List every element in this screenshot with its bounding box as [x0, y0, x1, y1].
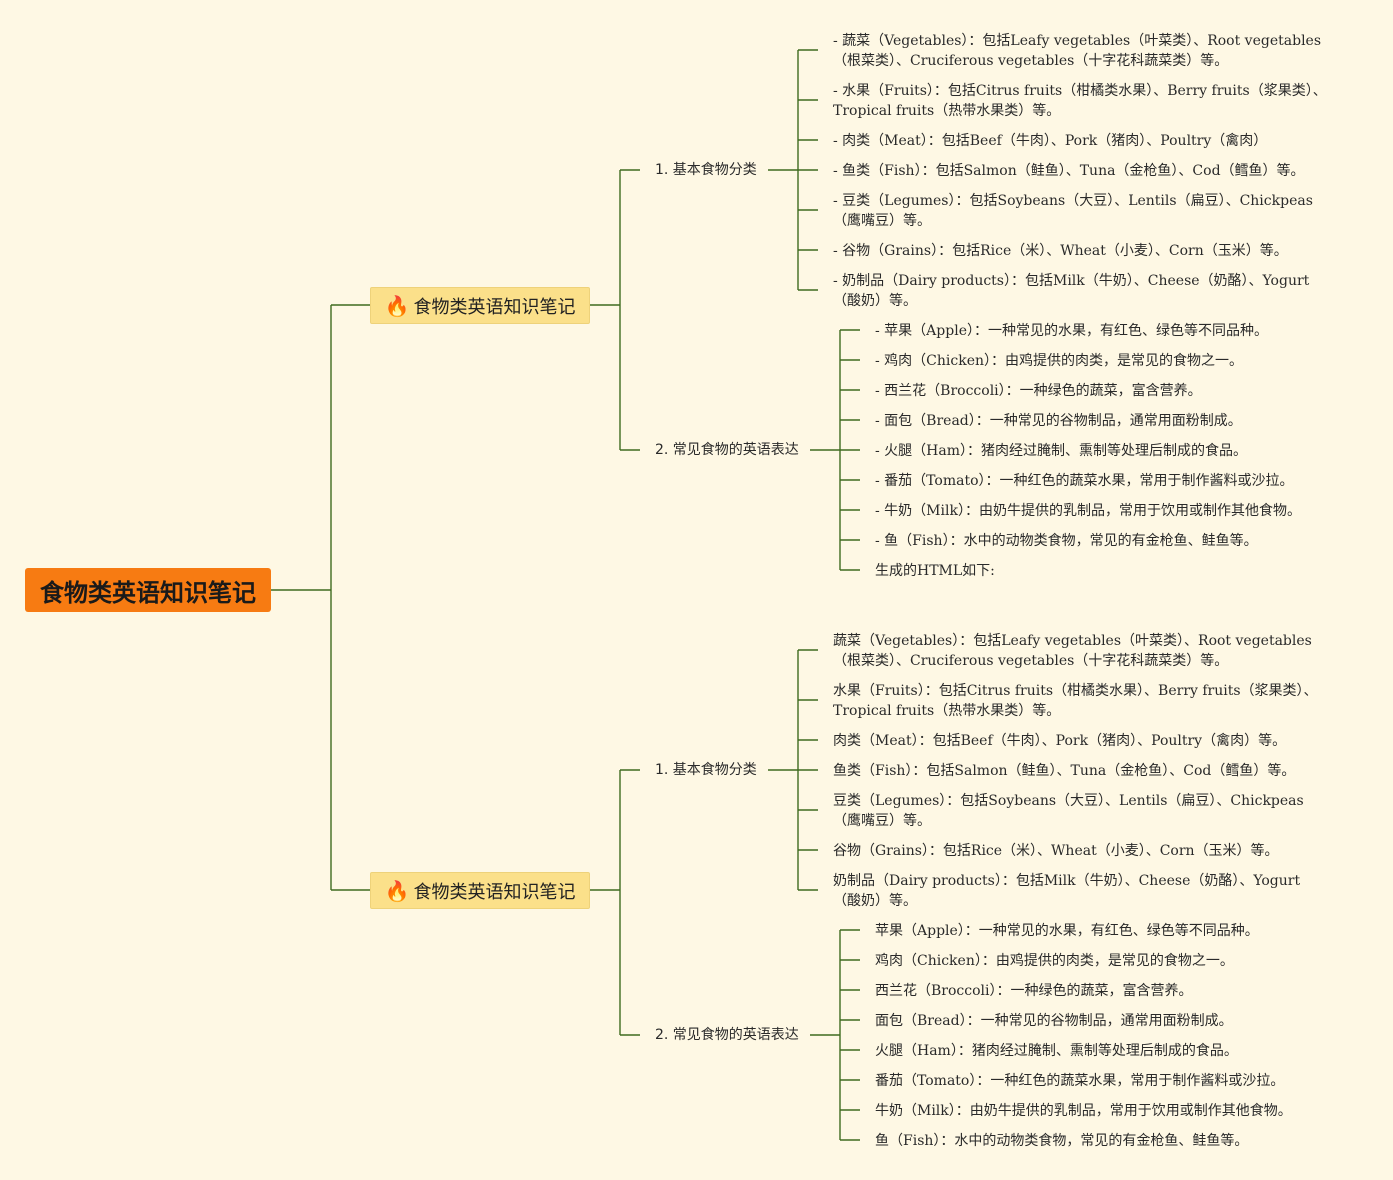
leaf-bread[interactable]: - 面包（Bread）：一种常见的谷物制品，通常用面粉制成。	[875, 413, 1242, 429]
leaf-legumes[interactable]: 豆类（Legumes）：包括Soybeans（大豆）、Lentils（扁豆）、C…	[833, 793, 1304, 829]
leaf-apple[interactable]: - 苹果（Apple）：一种常见的水果，有红色、绿色等不同品种。	[875, 323, 1268, 339]
leaf-tomato[interactable]: 番茄（Tomato）：一种红色的蔬菜水果，常用于制作酱料或沙拉。	[875, 1073, 1285, 1089]
leaf-fruits[interactable]: 水果（Fruits）：包括Citrus fruits（柑橘类水果）、Berry …	[833, 683, 1318, 719]
section-node-basic-categories[interactable]: 1. 基本食物分类	[655, 162, 757, 178]
leaf-fish[interactable]: 鱼类（Fish）：包括Salmon（鲑鱼）、Tuna（金枪鱼）、Cod（鳕鱼）等…	[833, 763, 1296, 779]
leaf-meat[interactable]: 肉类（Meat）：包括Beef（牛肉）、Pork（猪肉）、Poultry（禽肉）…	[833, 733, 1287, 749]
section-node-common-expressions[interactable]: 2. 常见食物的英语表达	[655, 442, 799, 458]
section-node-common-expressions[interactable]: 2. 常见食物的英语表达	[655, 1027, 799, 1043]
leaf-dairy[interactable]: - 奶制品（Dairy products）：包括Milk（牛奶）、Cheese（…	[833, 273, 1310, 309]
leaf-broccoli[interactable]: - 西兰花（Broccoli）：一种绿色的蔬菜，富含营养。	[875, 383, 1202, 399]
leaf-milk[interactable]: - 牛奶（Milk）：由奶牛提供的乳制品，常用于饮用或制作其他食物。	[875, 503, 1301, 519]
branch-node-2[interactable]: 🔥 食物类英语知识笔记	[370, 872, 590, 909]
leaf-fish-expression[interactable]: 鱼（Fish）：水中的动物类食物，常见的有金枪鱼、鲑鱼等。	[875, 1133, 1249, 1149]
root-node[interactable]: 食物类英语知识笔记	[25, 568, 271, 612]
leaf-fish[interactable]: - 鱼类（Fish）：包括Salmon（鲑鱼）、Tuna（金枪鱼）、Cod（鳕鱼…	[833, 163, 1305, 179]
leaf-apple[interactable]: 苹果（Apple）：一种常见的水果，有红色、绿色等不同品种。	[875, 923, 1259, 939]
branch-title: 食物类英语知识笔记	[413, 881, 576, 903]
leaf-fish-expression[interactable]: - 鱼（Fish）：水中的动物类食物，常见的有金枪鱼、鲑鱼等。	[875, 533, 1258, 549]
leaf-grains[interactable]: - 谷物（Grains）：包括Rice（米）、Wheat（小麦）、Corn（玉米…	[833, 243, 1288, 259]
leaf-vegetables[interactable]: - 蔬菜（Vegetables）：包括Leafy vegetables（叶菜类）…	[833, 33, 1322, 69]
leaf-bread[interactable]: 面包（Bread）：一种常见的谷物制品，通常用面粉制成。	[875, 1013, 1233, 1029]
leaf-dairy[interactable]: 奶制品（Dairy products）：包括Milk（牛奶）、Cheese（奶酪…	[833, 873, 1301, 909]
leaf-generated-html[interactable]: 生成的HTML如下:	[875, 563, 995, 579]
leaf-ham[interactable]: 火腿（Ham）：猪肉经过腌制、熏制等处理后制成的食品。	[875, 1043, 1238, 1059]
fire-red-icon: 🔥	[384, 878, 410, 903]
leaf-milk[interactable]: 牛奶（Milk）：由奶牛提供的乳制品，常用于饮用或制作其他食物。	[875, 1103, 1292, 1119]
fire-blue-icon: 🔥	[384, 293, 410, 318]
leaf-vegetables[interactable]: 蔬菜（Vegetables）：包括Leafy vegetables（叶菜类）、R…	[833, 633, 1312, 669]
branch-title: 食物类英语知识笔记	[413, 296, 576, 318]
leaf-ham[interactable]: - 火腿（Ham）：猪肉经过腌制、熏制等处理后制成的食品。	[875, 443, 1248, 459]
leaf-fruits[interactable]: - 水果（Fruits）：包括Citrus fruits（柑橘类水果）、Berr…	[833, 83, 1327, 119]
leaf-grains[interactable]: 谷物（Grains）：包括Rice（米）、Wheat（小麦）、Corn（玉米）等…	[833, 843, 1279, 859]
leaf-chicken[interactable]: - 鸡肉（Chicken）：由鸡提供的肉类，是常见的食物之一。	[875, 353, 1244, 369]
leaf-chicken[interactable]: 鸡肉（Chicken）：由鸡提供的肉类，是常见的食物之一。	[875, 953, 1234, 969]
leaf-tomato[interactable]: - 番茄（Tomato）：一种红色的蔬菜水果，常用于制作酱料或沙拉。	[875, 473, 1294, 489]
leaf-meat[interactable]: - 肉类（Meat）：包括Beef（牛肉）、Pork（猪肉）、Poultry（禽…	[833, 133, 1268, 149]
section-node-basic-categories[interactable]: 1. 基本食物分类	[655, 762, 757, 778]
leaf-legumes[interactable]: - 豆类（Legumes）：包括Soybeans（大豆）、Lentils（扁豆）…	[833, 193, 1313, 229]
branch-node-1[interactable]: 🔥 食物类英语知识笔记	[370, 287, 590, 324]
leaf-broccoli[interactable]: 西兰花（Broccoli）：一种绿色的蔬菜，富含营养。	[875, 983, 1193, 999]
